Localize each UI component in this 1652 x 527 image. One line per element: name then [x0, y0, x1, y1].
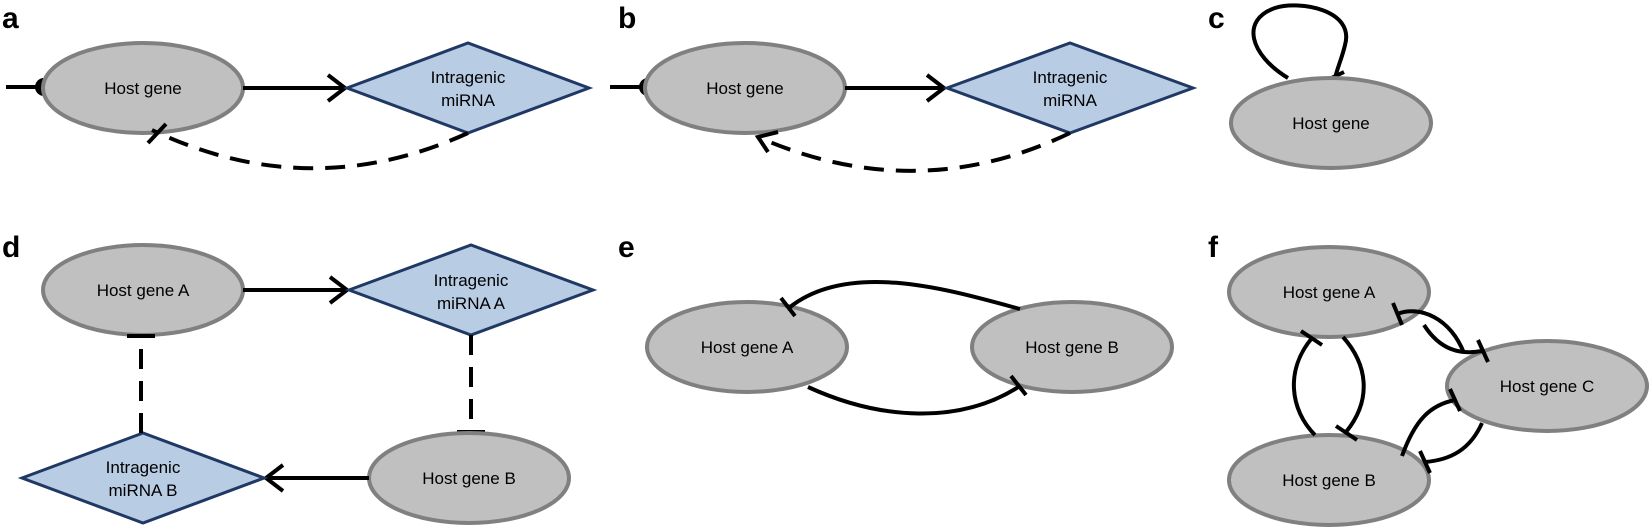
inhibition-bar: [1334, 424, 1359, 442]
host-gene-a-label: Host gene A: [701, 338, 794, 357]
host-gene-node: [1229, 76, 1433, 170]
host-gene-a-node: [1227, 245, 1431, 339]
panel-c: c Host gene: [1208, 2, 1433, 170]
panel-label-c: c: [1208, 2, 1225, 35]
mirna-node: [942, 41, 1198, 135]
mirna-label-line1: Intragenic: [1033, 68, 1108, 87]
mirna-a-label-line2: miRNA A: [437, 294, 506, 313]
inhibition-edge-c-to-a: [1396, 309, 1466, 354]
arrow-head: [754, 130, 779, 154]
inhibition-bar: [1418, 450, 1432, 474]
panel-label-e: e: [618, 231, 635, 264]
panel-label-b: b: [618, 2, 636, 35]
inhibition-bar: [1391, 302, 1404, 326]
mirna-b-label-line1: Intragenic: [106, 458, 181, 477]
inhibition-bar: [1299, 329, 1324, 347]
panel-b: b Host gene Intragenic miRNA: [610, 2, 1198, 173]
host-gene-label: Host gene: [706, 79, 784, 98]
host-gene-a-label: Host gene A: [97, 281, 190, 300]
mirna-a-node: [344, 243, 598, 337]
panel-label-d: d: [2, 231, 20, 264]
panel-a: a Host gene Intragenic miRNA: [2, 2, 594, 171]
panel-label-f: f: [1208, 231, 1219, 264]
inhibition-edge-c-to-b: [1424, 422, 1484, 464]
host-gene-b-node: [1227, 433, 1431, 527]
inhibition-edge-a-to-c: [1422, 323, 1483, 355]
mirna-b-node: [17, 431, 269, 525]
host-gene-label: Host gene: [1292, 114, 1370, 133]
mirna-a-label-line1: Intragenic: [434, 271, 509, 290]
inhibition-bar: [1009, 374, 1028, 397]
inhibition-edge: [151, 128, 469, 171]
host-gene-b-label: Host gene B: [1282, 471, 1376, 490]
self-loop-edge: [1251, 3, 1349, 80]
host-gene-a-node: [645, 300, 849, 394]
inhibition-edge-b-to-a: [788, 279, 1021, 311]
panel-d: d Host gene A Intragenic miRNA A Host ge…: [2, 231, 598, 525]
inhibition-bar: [1476, 339, 1490, 363]
activation-feedback-edge: [764, 131, 1071, 173]
mirna-label-line1: Intragenic: [431, 68, 506, 87]
mirna-b-label-line2: miRNA B: [109, 481, 178, 500]
inhibition-bar: [779, 296, 797, 318]
host-gene-b-label: Host gene B: [422, 469, 516, 488]
mirna-label-line2: miRNA: [1043, 91, 1097, 110]
mirna-label-line2: miRNA: [441, 91, 495, 110]
host-gene-b-label: Host gene B: [1025, 338, 1119, 357]
inhibition-bar: [146, 122, 168, 145]
inhibition-bar: [1448, 388, 1462, 412]
mirna-node: [342, 41, 594, 135]
host-gene-b-node: [970, 300, 1174, 394]
host-gene-a-label: Host gene A: [1283, 283, 1376, 302]
host-gene-c-label: Host gene C: [1500, 377, 1595, 396]
panel-f: f Host gene A Host gene C Host gene B: [1208, 231, 1649, 527]
inhibition-edge-b-to-a: [1291, 336, 1317, 437]
panel-label-a: a: [2, 2, 19, 35]
host-gene-c-node: [1445, 339, 1649, 433]
inhibition-edge-a-to-b: [1341, 335, 1366, 434]
host-gene-label: Host gene: [104, 79, 182, 98]
inhibition-edge-a-to-b: [807, 384, 1022, 416]
inhibition-edge-b-to-c: [1400, 398, 1456, 457]
panel-e: e Host gene A Host gene B: [618, 231, 1174, 416]
